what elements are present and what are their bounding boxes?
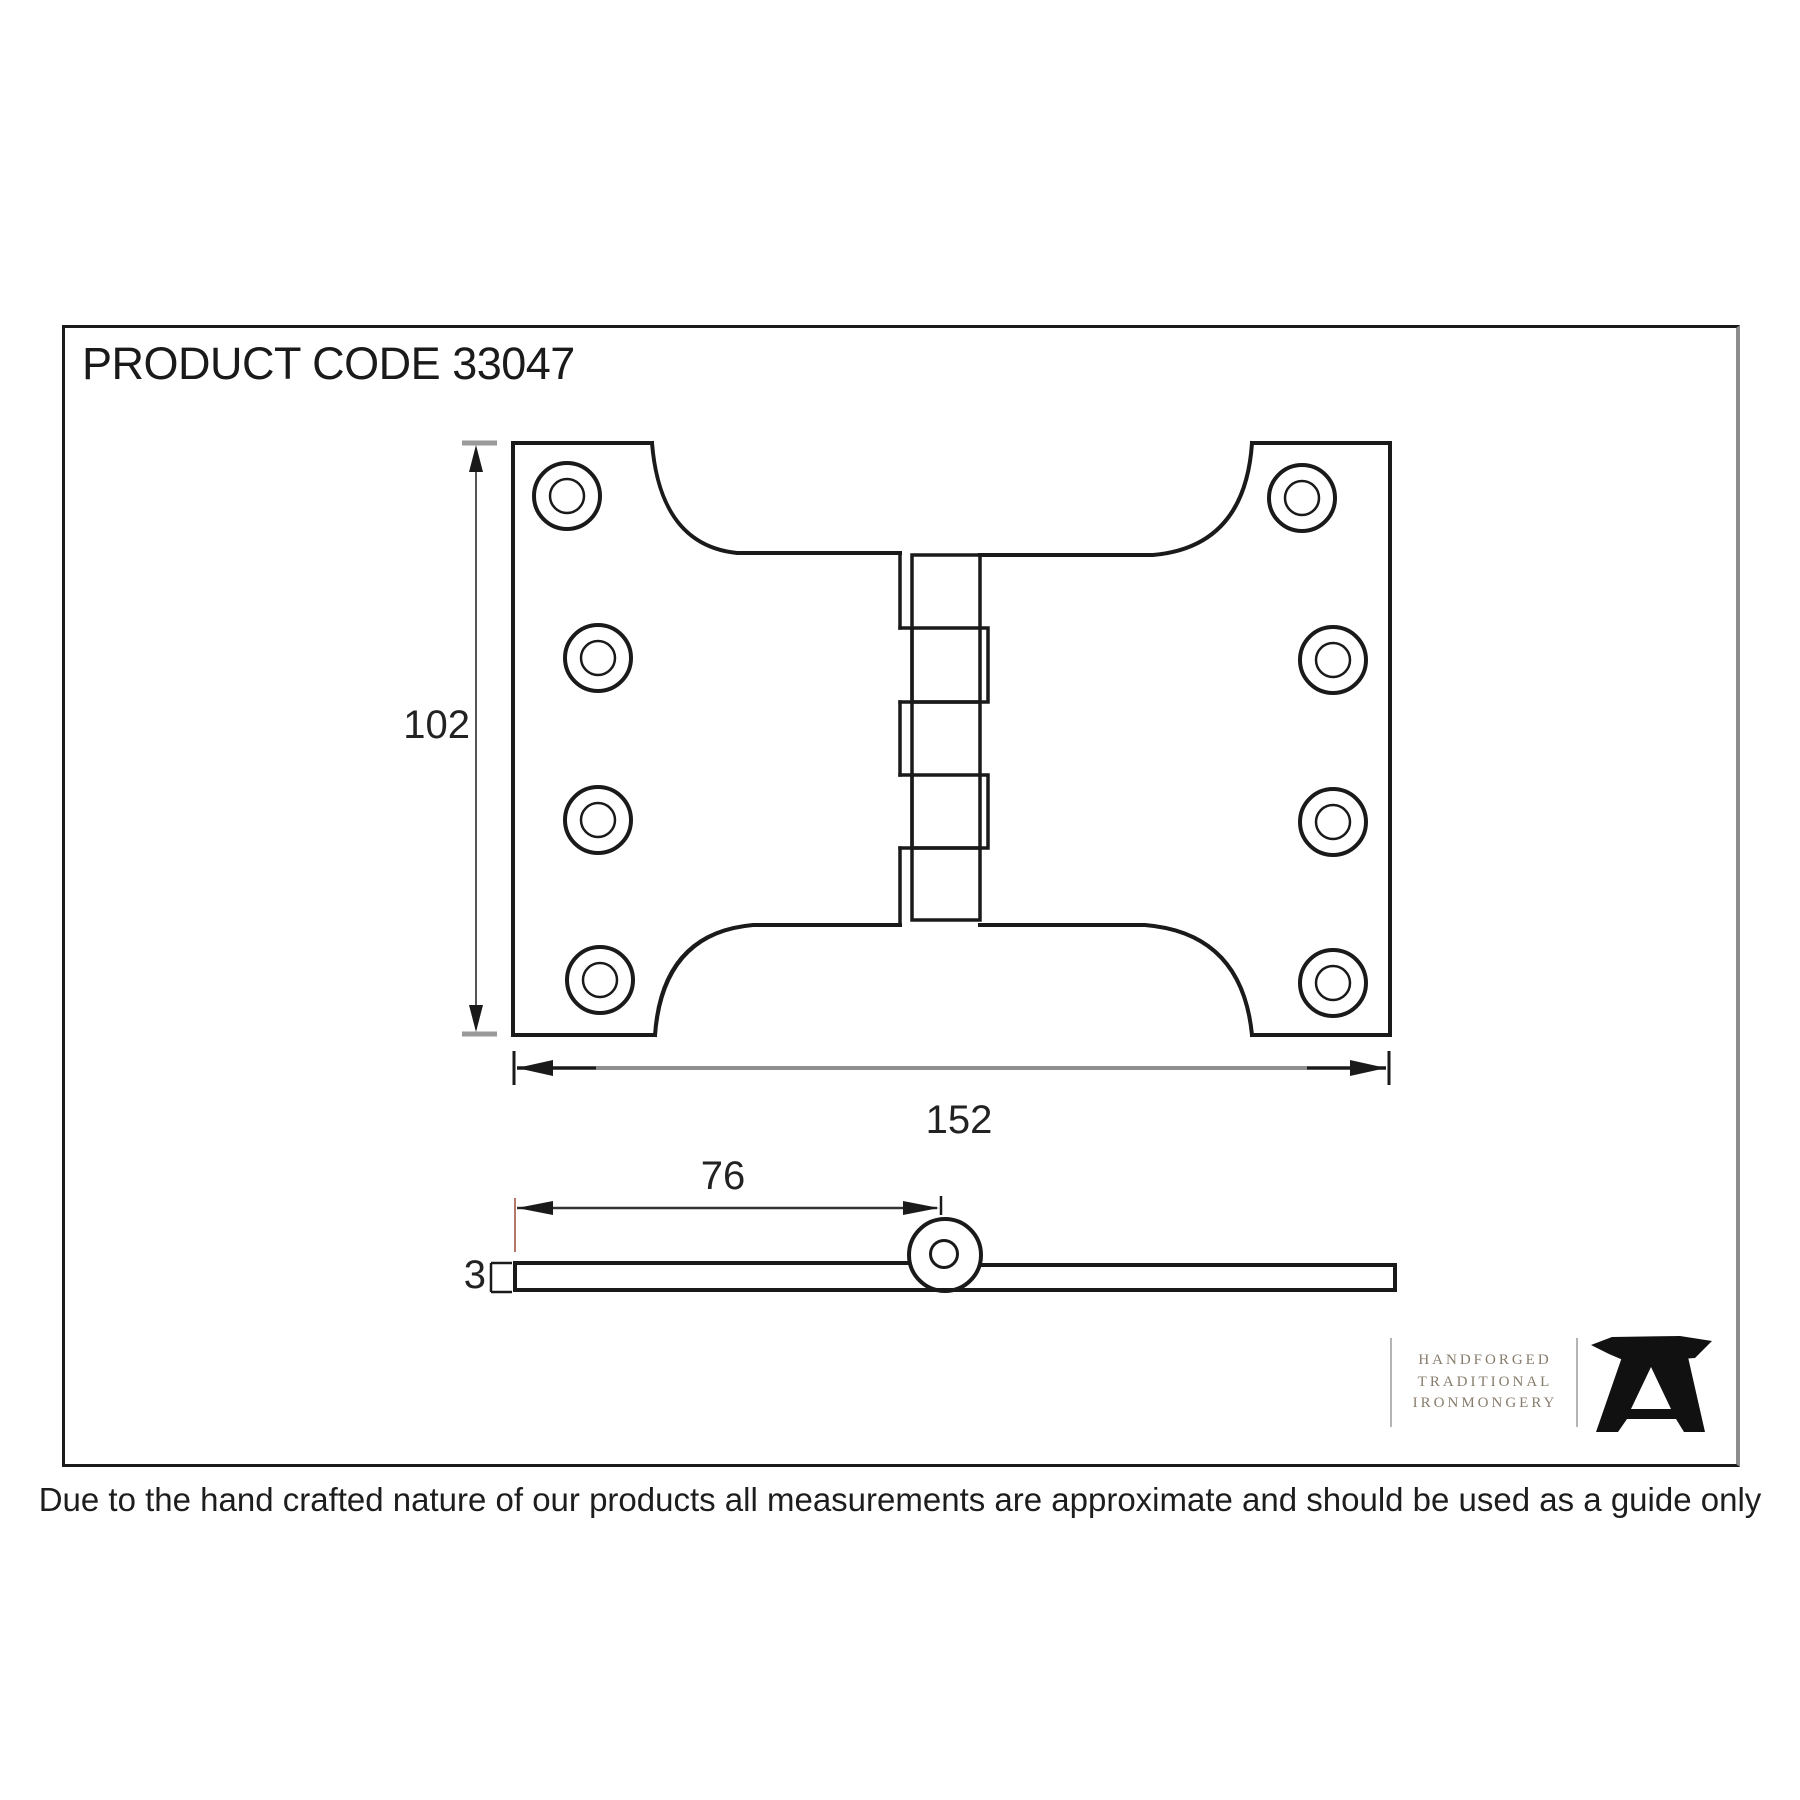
left-plate-outline xyxy=(511,441,657,1037)
logo-line-2: TRADITIONAL xyxy=(1417,1373,1553,1390)
dimension-thickness-3 xyxy=(489,1261,512,1294)
bottom-right-curve xyxy=(978,923,1255,1038)
dimension-width-152 xyxy=(512,1051,1391,1085)
thickness-dimension-label: 3 xyxy=(463,1253,486,1297)
logo-line-1: HANDFORGED xyxy=(1418,1352,1552,1368)
leaf-width-dimension-label: 76 xyxy=(700,1154,746,1198)
product-code-title: PRODUCT CODE 33047 xyxy=(82,338,575,389)
side-pin-hole xyxy=(929,1239,959,1269)
side-left-leaf xyxy=(513,1261,1397,1292)
anvil-icon xyxy=(1591,1336,1712,1432)
side-view-hinge xyxy=(513,1217,1397,1293)
dimension-height-102 xyxy=(462,440,497,1037)
right-plate-outline xyxy=(1250,441,1392,1037)
side-barrel-outer xyxy=(907,1217,983,1293)
dimension-leaf-76 xyxy=(514,1196,943,1252)
logo-wordmark: HANDFORGED TRADITIONAL IRONMONGERY xyxy=(1396,1350,1574,1415)
disclaimer-text: Due to the hand crafted nature of our pr… xyxy=(38,1481,1762,1518)
hinge-knuckle xyxy=(898,551,990,927)
screw-holes-right xyxy=(1267,463,1368,1018)
width-dimension-label: 152 xyxy=(925,1098,993,1142)
height-dimension-label: 102 xyxy=(403,703,470,747)
front-view-hinge xyxy=(511,440,1392,1038)
logo-line-3: IRONMONGERY xyxy=(1412,1395,1558,1411)
screw-holes-left xyxy=(532,461,635,1015)
top-right-curve xyxy=(978,440,1255,557)
top-left-curve xyxy=(649,440,902,555)
bottom-left-curve xyxy=(652,923,902,1038)
logo-divider-lines xyxy=(1390,1338,1578,1427)
